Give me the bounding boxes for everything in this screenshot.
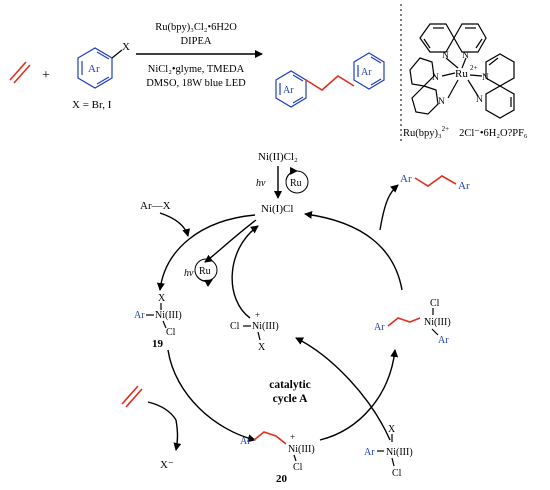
bpy-n5: N — [482, 73, 489, 83]
svg-text:Cl: Cl — [430, 298, 440, 309]
bpy-n1: N — [442, 51, 449, 61]
cycle-product: Ar Ar — [400, 173, 470, 192]
plus-sign: + — [42, 68, 50, 83]
svg-text:+: + — [255, 310, 260, 320]
bpy-n2: N — [462, 51, 469, 61]
arc-reductive-elim — [304, 210, 403, 291]
condition-base: DIPEA — [181, 36, 212, 47]
product-ar2: Ar — [458, 180, 470, 192]
svg-text:X: X — [158, 293, 166, 304]
bpy-n4: N — [438, 97, 445, 107]
ni3-chloride-halide: + Cl Ni(III) X — [230, 310, 279, 353]
ni3-alkyl-aryl: Cl Ar Ni(III) Ar — [374, 298, 451, 346]
arx-entry-arrow — [159, 212, 191, 237]
ethylene-cycle — [121, 385, 143, 408]
label-20: 20 — [276, 473, 288, 485]
aryl-halide: Ar X — [77, 41, 130, 89]
catalyst-caption: Ru(bpy)₃2+2Cl⁻•6H₂O?PF₆ — [403, 125, 528, 139]
hv-label-mid: hv — [184, 268, 194, 279]
halide-anion: X⁻ — [160, 459, 174, 471]
ethylene-reagent — [9, 61, 31, 84]
x-substituent: X — [122, 41, 130, 53]
svg-text:Cl: Cl — [166, 327, 176, 338]
svg-text:Ar: Ar — [240, 436, 251, 447]
label-19: 19 — [152, 338, 164, 350]
intermediate-19: X Ar Ni(III) Cl 19 — [134, 293, 182, 350]
x-definition: X = Br, I — [72, 99, 112, 111]
condition-catalyst: Ru(bpy)₃Cl₂•6H2O — [155, 22, 237, 33]
svg-text:Ni(III): Ni(III) — [424, 317, 451, 328]
cycle-title-line1: catalytic — [269, 379, 311, 391]
halide-exit-arrow — [173, 419, 182, 451]
ru-charge: 2+ — [470, 64, 478, 72]
product-release-arrow — [379, 184, 399, 231]
svg-text:Ar: Ar — [438, 335, 449, 346]
ni1-species: Ni(I)Cl — [261, 203, 293, 215]
svg-text:Cl: Cl — [392, 468, 402, 479]
aryl-ni3-halide: X Ar Ni(III) Cl — [364, 424, 413, 479]
svg-text:Ar: Ar — [374, 322, 385, 333]
ru-center: Ru — [455, 68, 468, 80]
svg-text:X: X — [388, 424, 396, 435]
condition-solvent: DMSO, 18W blue LED — [146, 78, 246, 89]
svg-text:Ni(III): Ni(III) — [288, 444, 315, 455]
condition-nickel: NiCl₂•glyme, TMEDA — [148, 64, 245, 75]
product-ar-left: Ar — [283, 85, 294, 96]
svg-text:Cl: Cl — [293, 462, 303, 473]
aryl-halide-text: Ar—X — [140, 200, 171, 212]
svg-text:Ni(III): Ni(III) — [252, 321, 279, 332]
ru-bpy-structure: N N Ru 2+ N N N N — [409, 23, 515, 119]
bpy-n3: N — [432, 73, 439, 83]
svg-text:Ar: Ar — [364, 447, 375, 458]
ethylene-entry-arrow — [147, 401, 177, 421]
inner-ru-arc — [204, 219, 257, 263]
intermediate-20: Ar + Ni(III) Cl 20 — [240, 431, 315, 485]
svg-text:+: + — [290, 432, 295, 442]
bpy-n6: N — [476, 95, 483, 105]
arc-radical-step — [167, 349, 256, 443]
product-ar1: Ar — [400, 173, 412, 185]
bibenzyl-product: Ar Ar — [275, 52, 385, 108]
svg-text:Ni(III): Ni(III) — [155, 310, 182, 321]
inner-reduction-arc — [231, 225, 259, 319]
arc-to-right — [319, 349, 399, 441]
ru-label-top: Ru — [290, 178, 302, 189]
svg-text:Ni(III): Ni(III) — [386, 447, 413, 458]
arc-oxidative-addition — [156, 214, 256, 291]
inner-right-arc — [295, 337, 391, 441]
svg-text:Ar: Ar — [134, 310, 145, 321]
ru-label-mid: Ru — [199, 266, 211, 277]
ar-label: Ar — [88, 63, 100, 75]
hv-label-top: hv — [256, 178, 266, 189]
svg-text:Cl: Cl — [230, 321, 240, 332]
cycle-title-line2: cycle A — [273, 393, 308, 405]
svg-text:X: X — [258, 342, 266, 353]
ni2-precatalyst: Ni(II)Cl₂ — [258, 151, 298, 163]
product-ar-right: Ar — [361, 67, 372, 78]
